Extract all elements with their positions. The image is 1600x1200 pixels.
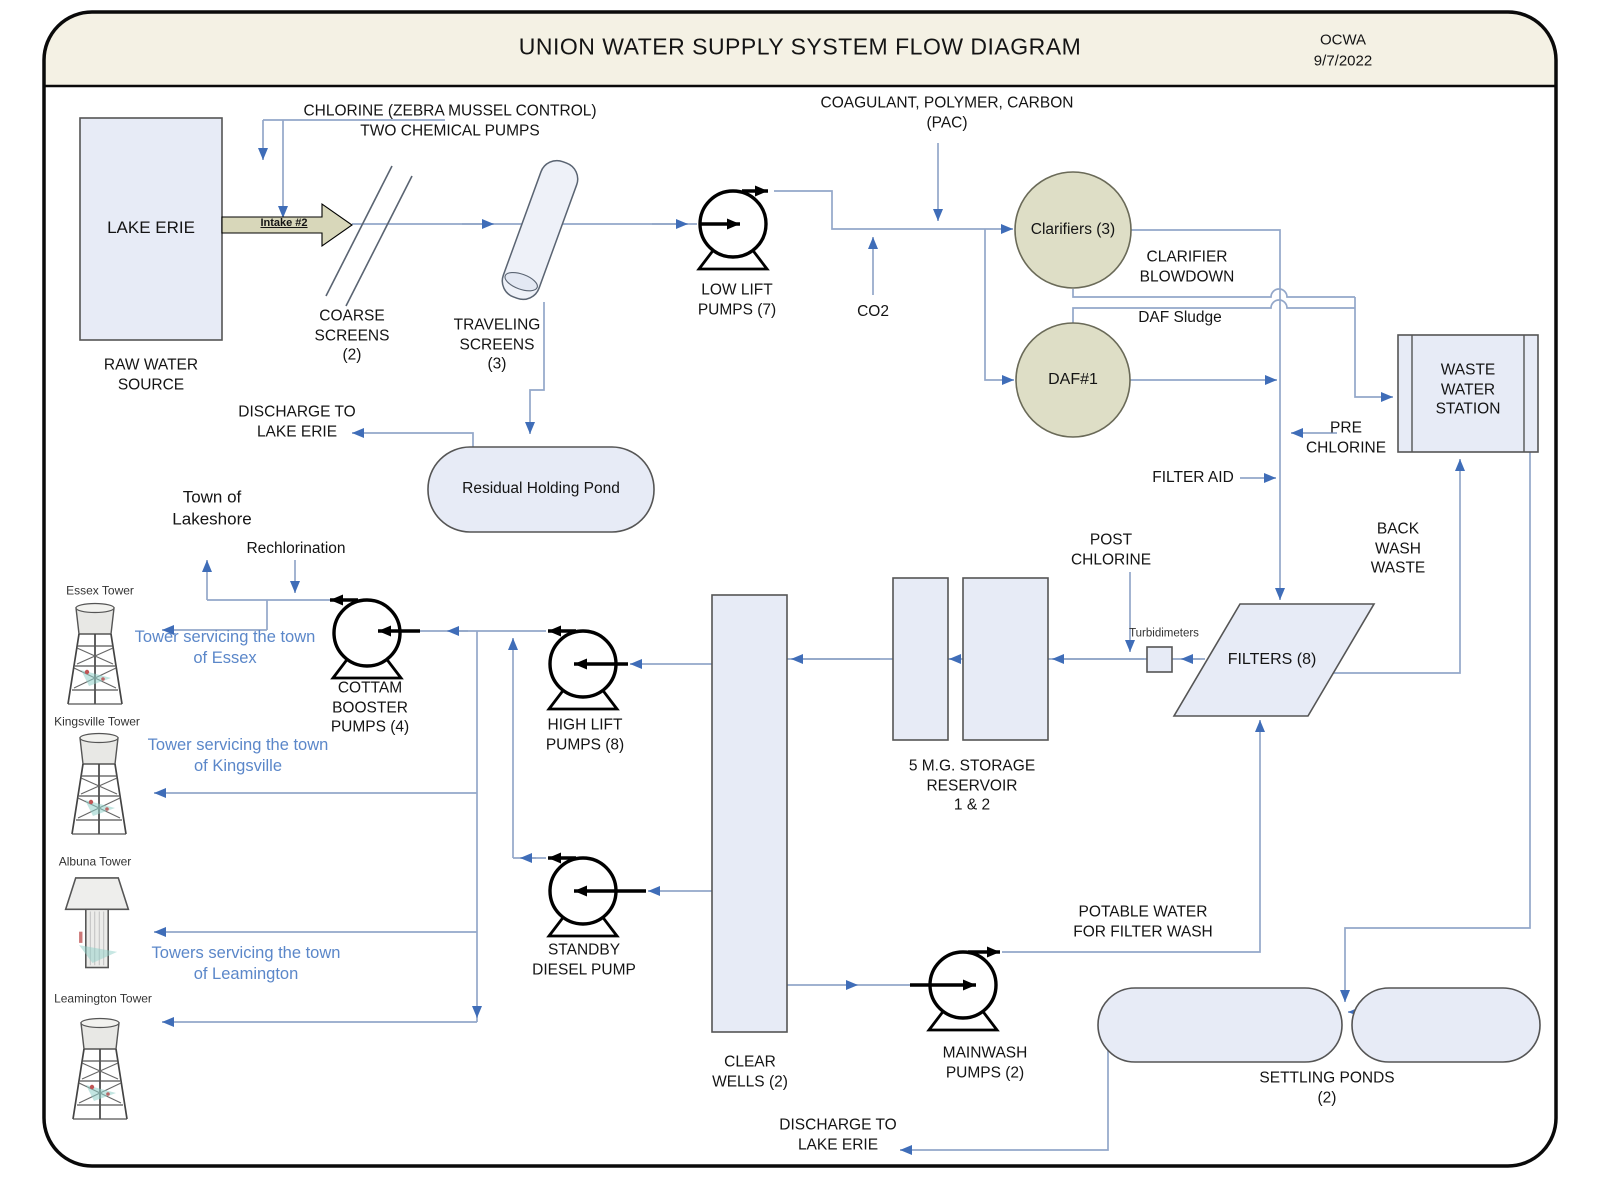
post-chlorine-label: POST CHLORINE xyxy=(1070,531,1152,568)
coarse-screens-shape xyxy=(325,165,413,307)
pond-discharge-upper xyxy=(352,428,474,447)
lake-erie-label: LAKE ERIE xyxy=(107,218,195,238)
kingsville-tower-label: Kingsville Tower xyxy=(54,714,140,729)
waste-station-label: WASTE WATER STATION xyxy=(1435,361,1501,418)
daf-sludge-label: DAF Sludge xyxy=(1138,309,1222,327)
coagulant-label: COAGULANT, POLYMER, CARBON (PAC) xyxy=(820,94,1074,131)
settling-pond-right-shape xyxy=(1351,987,1541,1063)
waste-water-station-shape xyxy=(1397,334,1539,453)
branch-to-daf xyxy=(984,229,1014,385)
daf-label: DAF#1 xyxy=(1048,370,1098,388)
low-lift-label: LOW LIFT PUMPS (7) xyxy=(697,281,777,318)
chlorine-label: CHLORINE (ZEBRA MUSSEL CONTROL) TWO CHEM… xyxy=(303,102,597,139)
clear-wells-shape xyxy=(711,594,788,1033)
high-lift-label: HIGH LIFT PUMPS (8) xyxy=(545,716,625,753)
high-lift-pump-symbol xyxy=(546,625,628,711)
station-to-ponds xyxy=(1340,452,1531,1002)
pond-discharge xyxy=(900,1040,1109,1155)
backwash-label: BACK WASH WASTE xyxy=(1370,520,1426,577)
reservoir2-shape xyxy=(962,577,1049,741)
sludge-to-station xyxy=(1354,297,1393,402)
screen-drain xyxy=(525,302,545,434)
potable-to-filters xyxy=(1002,720,1265,953)
filters-label: FILTERS (8) xyxy=(1227,650,1317,668)
cottam-label: COTTAM BOOSTER PUMPS (4) xyxy=(330,679,410,736)
filter-aid-label: FILTER AID xyxy=(1152,469,1234,487)
mainwash-label: MAINWASH PUMPS (2) xyxy=(942,1044,1028,1081)
page-border xyxy=(42,10,1558,1168)
page-frame xyxy=(44,12,1556,1166)
residual-pond-label: Residual Holding Pond xyxy=(462,480,620,498)
standby-pump-symbol xyxy=(546,852,646,938)
page-title: UNION WATER SUPPLY SYSTEM FLOW DIAGRAM xyxy=(518,33,1082,60)
lake-erie-box xyxy=(79,117,223,341)
leamington-service-label: Towers servicing the town of Leamington xyxy=(151,944,341,983)
settling-pond-left-shape xyxy=(1097,987,1343,1063)
reservoir1-shape xyxy=(892,577,949,741)
co2-label: CO2 xyxy=(857,303,889,321)
traveling-screens-shape xyxy=(501,159,579,301)
date-label: 9/7/2022 xyxy=(1313,52,1373,70)
discharge-upper-label: DISCHARGE TO LAKE ERIE xyxy=(238,403,356,440)
clarifiers-label: Clarifiers (3) xyxy=(1030,221,1116,239)
essex-tower-label: Essex Tower xyxy=(66,583,134,598)
blowdown-label: CLARIFIER BLOWDOWN xyxy=(1139,248,1235,285)
lakeshore-label: Town of Lakeshore xyxy=(172,487,252,528)
clarifiers-shape xyxy=(1014,171,1132,289)
filters-shape xyxy=(1172,603,1376,717)
residual-pond-shape xyxy=(427,446,655,533)
turbidimeters-label: Turbidimeters xyxy=(1129,627,1199,640)
essex-service-label: Tower servicing the town of Essex xyxy=(134,628,316,667)
daf-shape xyxy=(1015,322,1131,438)
albuna-tower-label: Albuna Tower xyxy=(58,854,132,869)
blowdown-line xyxy=(1072,288,1355,298)
settling-ponds-label: SETTLING PONDS (2) xyxy=(1259,1069,1395,1106)
clear-wells-label: CLEAR WELLS (2) xyxy=(712,1053,788,1090)
traveling-screens-label: TRAVELING SCREENS (3) xyxy=(453,316,541,373)
intake-arrow xyxy=(221,202,353,248)
standby-label: STANDBY DIESEL PUMP xyxy=(532,941,636,978)
reservoir-label: 5 M.G. STORAGE RESERVOIR 1 & 2 xyxy=(908,757,1036,814)
backwash-to-station xyxy=(1332,459,1465,674)
turbidimeter-shape xyxy=(1146,646,1173,673)
org-label: OCWA xyxy=(1319,31,1367,49)
discharge-lower-label: DISCHARGE TO LAKE ERIE xyxy=(779,1116,897,1153)
pre-chlorine-label: PRE CHLORINE xyxy=(1305,419,1387,456)
kingsville-service-label: Tower servicing the town of Kingsville xyxy=(147,736,329,775)
rechlorination-label: Rechlorination xyxy=(246,540,346,558)
low-lift-pump-symbol xyxy=(696,185,770,271)
raw-water-label: RAW WATER SOURCE xyxy=(103,356,199,393)
leamington-tower-label: Leamington Tower xyxy=(54,991,152,1006)
cottam-pump-symbol xyxy=(330,594,420,680)
daf-sludge-line xyxy=(1072,299,1355,323)
coarse-screens-label: COARSE SCREENS (2) xyxy=(314,307,390,364)
title-band xyxy=(44,12,1556,86)
potable-water-label: POTABLE WATER FOR FILTER WASH xyxy=(1073,903,1213,940)
lowlift-to-clarifiers xyxy=(774,190,1013,234)
flow-lines xyxy=(154,119,1531,1155)
intake-label: Intake #2 xyxy=(260,217,308,230)
mainwash-pump-symbol xyxy=(910,946,1000,1032)
clarifier-to-filters-trunk xyxy=(1131,229,1285,600)
